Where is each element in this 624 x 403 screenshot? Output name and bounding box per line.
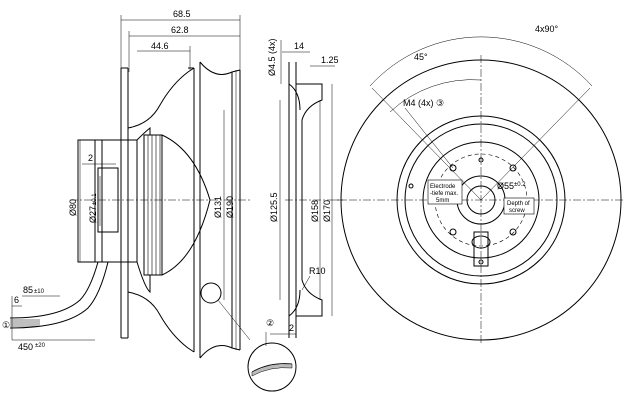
label-depth-1: Depth of bbox=[507, 201, 530, 207]
label-d55: Ø55 bbox=[497, 181, 514, 191]
dim-62-8: 62.8 bbox=[171, 25, 189, 35]
note-1: ① bbox=[2, 320, 10, 330]
dim-d27: Ø27 bbox=[88, 206, 98, 223]
label-d55-tol: ±0.2 bbox=[514, 182, 526, 188]
dim-45: 45° bbox=[414, 52, 428, 62]
front-view: 4x90° 45° M4 (4x) ③ Electrode -tiefe max… bbox=[335, 24, 624, 345]
section-view: 14 1.25 Ø4.5 (4x) Ø125.5 Ø158 Ø170 R10 ②… bbox=[247, 38, 345, 392]
dim-d27-tol: ±0.1 bbox=[92, 193, 98, 205]
dim-85-tol: ±10 bbox=[34, 289, 45, 295]
dim-d80: Ø80 bbox=[68, 199, 78, 216]
dim-d158: Ø158 bbox=[310, 200, 320, 222]
label-m4: M4 (4x) ③ bbox=[403, 98, 444, 108]
label-electrode-1: Electrode bbox=[430, 184, 456, 190]
dim-450-tol: ±20 bbox=[35, 343, 46, 349]
dim-d131: Ø131 bbox=[213, 196, 223, 218]
dim-d4-5: Ø4.5 (4x) bbox=[267, 38, 277, 76]
label-electrode-2: -tiefe max. bbox=[430, 191, 458, 197]
label-electrode-3: 5mm bbox=[436, 198, 449, 204]
dim-68-5: 68.5 bbox=[173, 9, 191, 19]
dim-d190: Ø190 bbox=[225, 196, 235, 218]
side-view: 68.5 62.8 44.6 bbox=[2, 9, 251, 359]
dim-44-6: 44.6 bbox=[151, 41, 169, 51]
dim-14: 14 bbox=[294, 41, 304, 51]
dim-d170: Ø170 bbox=[322, 200, 332, 222]
dim-2-detail: 2 bbox=[289, 323, 294, 333]
note-2: ② bbox=[266, 318, 274, 328]
dim-450: 450 bbox=[18, 342, 33, 352]
dim-r10: R10 bbox=[309, 266, 326, 276]
label-depth-2: screw bbox=[509, 208, 525, 214]
dim-d125-5: Ø125.5 bbox=[269, 192, 279, 222]
dim-6: 6 bbox=[14, 295, 19, 305]
dim-2-side: 2 bbox=[88, 153, 93, 163]
dim-85: 85 bbox=[23, 285, 33, 295]
dim-4x90: 4x90° bbox=[535, 24, 559, 34]
dim-1-25: 1.25 bbox=[321, 55, 339, 65]
